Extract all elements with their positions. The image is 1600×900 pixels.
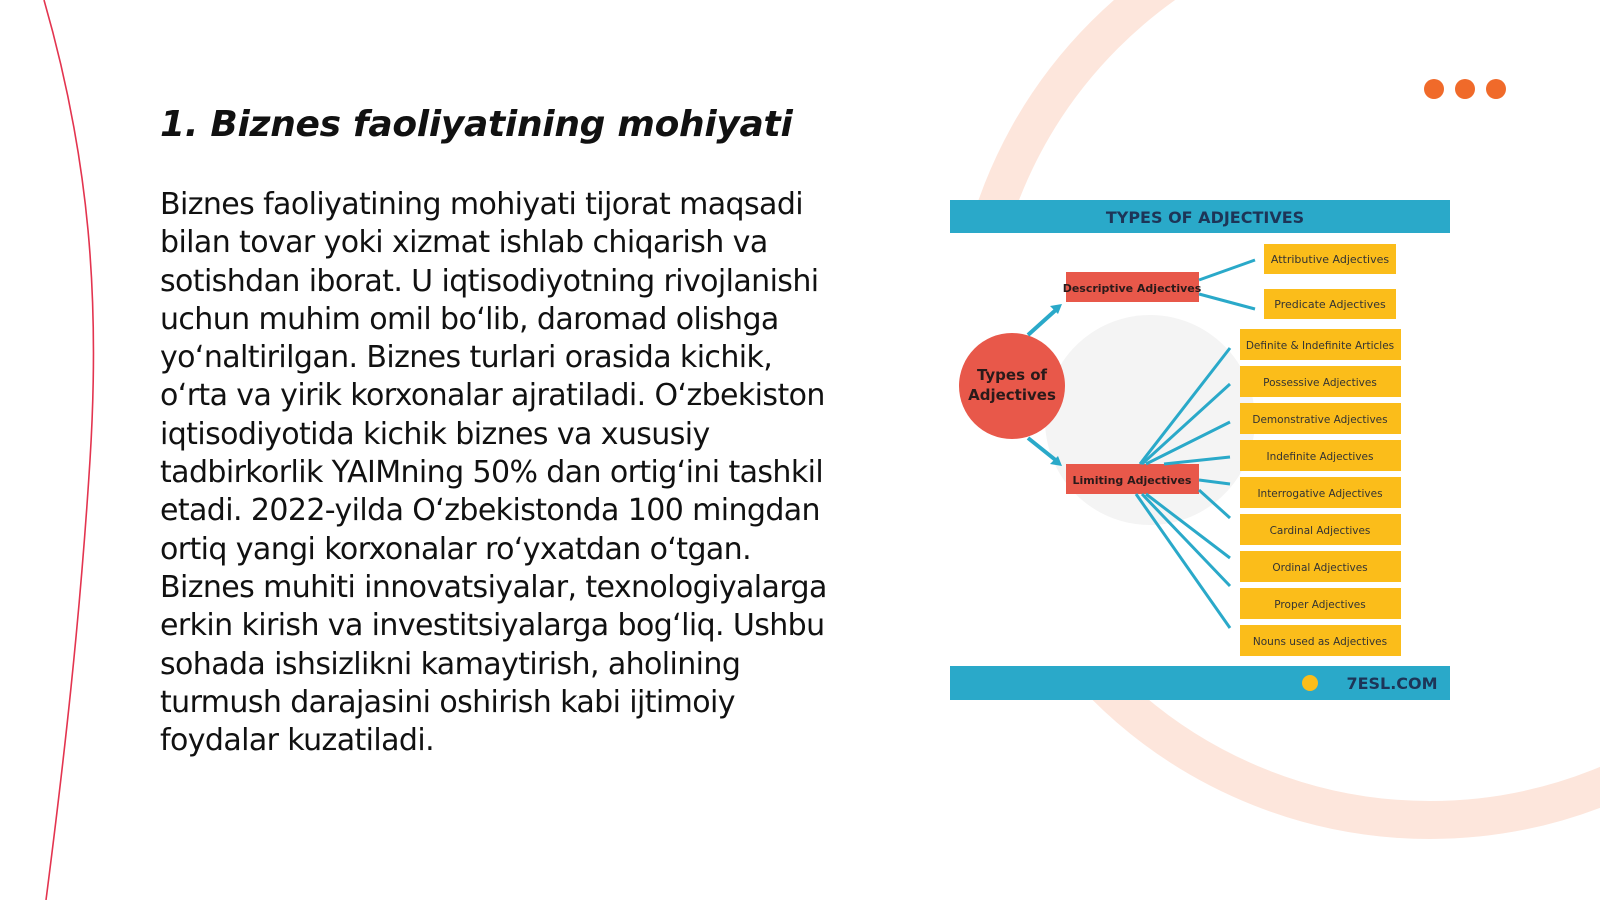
limiting-item-label: Interrogative Adjectives — [1257, 488, 1382, 500]
limiting-adjectives-box — [1066, 464, 1199, 494]
arrow-center-to-descriptive — [1026, 306, 1060, 337]
limiting-item-box — [1240, 329, 1401, 360]
arrow-limiting — [1138, 347, 1232, 465]
limiting-item: Possessive Adjectives — [1240, 366, 1401, 397]
arrow-limiting — [1140, 382, 1232, 466]
descriptive-item-label: Attributive Adjectives — [1271, 253, 1389, 266]
limiting-item-box — [1240, 514, 1401, 545]
descriptive-item-box — [1264, 244, 1396, 274]
decorative-curve-line — [43, 0, 95, 900]
limiting-item-box — [1240, 588, 1401, 619]
limiting-item: Nouns used as Adjectives — [1240, 625, 1401, 656]
limiting-item: Interrogative Adjectives — [1240, 477, 1401, 508]
limiting-item-box — [1240, 440, 1401, 471]
center-circle — [959, 333, 1065, 439]
limiting-item-label: Demonstrative Adjectives — [1252, 414, 1387, 426]
limiting-item-box — [1240, 551, 1401, 582]
descriptive-item-label: Predicate Adjectives — [1274, 298, 1386, 311]
arrow-limiting — [1197, 488, 1232, 520]
limiting-adjectives-label: Limiting Adjectives — [1073, 474, 1192, 487]
center-label-line-2: Adjectives — [968, 386, 1056, 404]
infographic-header-text: TYPES OF ADJECTIVES — [1106, 208, 1304, 227]
arrow-limiting — [1134, 493, 1232, 629]
center-label-line-1: Types of — [977, 366, 1048, 384]
limiting-item: Cardinal Adjectives — [1240, 514, 1401, 545]
descriptive-item-box — [1264, 289, 1396, 319]
arrow-limiting — [1198, 478, 1231, 486]
infographic-footer-bar — [950, 666, 1450, 700]
descriptive-adjectives-label: Descriptive Adjectives — [1063, 282, 1202, 295]
arrowhead — [1050, 304, 1062, 314]
dot — [1424, 79, 1444, 99]
limiting-item-label: Possessive Adjectives — [1263, 377, 1377, 389]
logo-badge-icon — [1302, 675, 1318, 691]
adjectives-infographic: TYPES OF ADJECTIVES Types of Adjectives … — [950, 200, 1450, 700]
limiting-item-label: Indefinite Adjectives — [1267, 451, 1374, 463]
arrow-limiting — [1163, 455, 1231, 466]
footer-logo-text: 7ESL.COM — [1346, 674, 1437, 693]
limiting-item-box — [1240, 477, 1401, 508]
descriptive-item: Predicate Adjectives — [1264, 289, 1396, 319]
limiting-item: Demonstrative Adjectives — [1240, 403, 1401, 434]
limiting-item-label: Ordinal Adjectives — [1272, 562, 1367, 574]
three-dots-icon — [1424, 79, 1506, 99]
arrow-center-to-limiting — [1026, 436, 1060, 464]
infographic-header-bar — [950, 200, 1450, 233]
limiting-item-box — [1240, 625, 1401, 656]
limiting-item-label: Cardinal Adjectives — [1270, 525, 1371, 537]
dot — [1455, 79, 1475, 99]
arrow-descriptive-2 — [1198, 292, 1256, 311]
limiting-item-box — [1240, 403, 1401, 434]
limiting-item: Definite & Indefinite Articles — [1240, 329, 1401, 360]
limiting-item: Indefinite Adjectives — [1240, 440, 1401, 471]
limiting-item: Ordinal Adjectives — [1240, 551, 1401, 582]
descriptive-item: Attributive Adjectives — [1264, 244, 1396, 274]
limiting-item: Proper Adjectives — [1240, 588, 1401, 619]
arrow-limiting — [1140, 492, 1232, 588]
arrow-descriptive-1 — [1198, 258, 1256, 282]
slide-body-text: Biznes faoliyatining mohiyati tijorat ma… — [160, 187, 827, 759]
dot — [1486, 79, 1506, 99]
limiting-item-label: Nouns used as Adjectives — [1253, 636, 1387, 648]
limiting-item-label: Definite & Indefinite Articles — [1246, 340, 1394, 352]
limiting-arrows — [1134, 347, 1232, 629]
slide-title: 1. Biznes faoliyatining mohiyati — [160, 104, 793, 145]
limiting-item-box — [1240, 366, 1401, 397]
arrowhead — [1050, 456, 1062, 466]
descriptive-adjectives-box — [1066, 272, 1199, 302]
arrow-limiting — [1145, 420, 1231, 466]
arrow-limiting — [1145, 492, 1231, 560]
limiting-item-label: Proper Adjectives — [1274, 599, 1365, 611]
